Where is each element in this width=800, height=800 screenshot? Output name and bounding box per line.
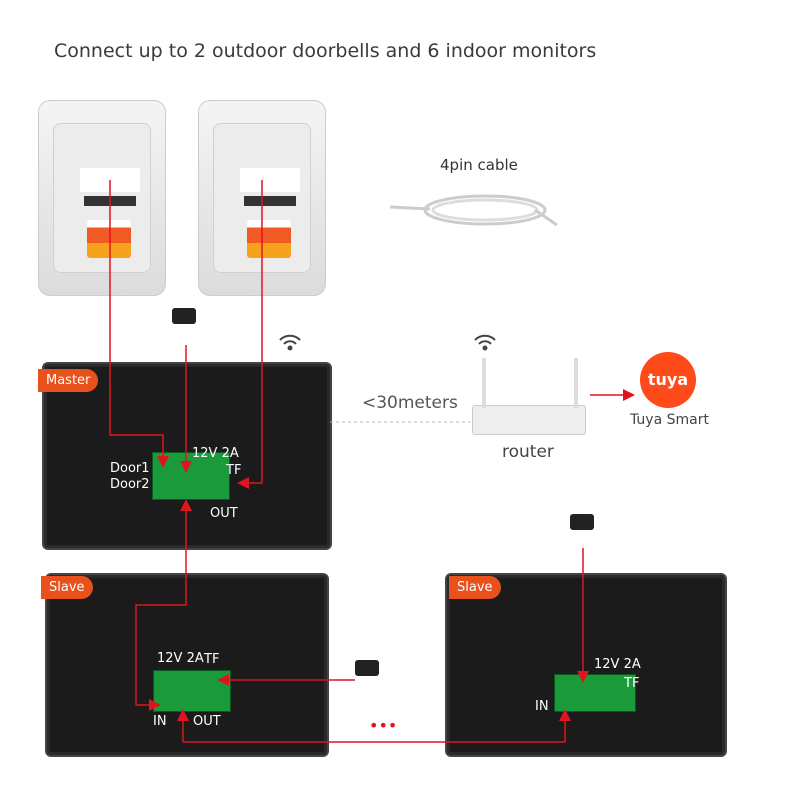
router-antenna bbox=[574, 358, 578, 408]
distance-label: <30meters bbox=[362, 393, 458, 413]
door2-label: Door2 bbox=[110, 477, 150, 492]
page-title: Connect up to 2 outdoor doorbells and 6 … bbox=[54, 40, 597, 62]
wifi-icon bbox=[279, 334, 496, 351]
cable-label: 4pin cable bbox=[440, 156, 518, 174]
router-antenna bbox=[482, 358, 486, 408]
more-dots: ••• bbox=[369, 716, 398, 735]
tuya-label: Tuya Smart bbox=[630, 412, 709, 428]
master-badge: Master bbox=[38, 369, 99, 392]
cable-icon bbox=[389, 194, 558, 227]
slave2-board bbox=[554, 674, 636, 712]
slave1-in-label: IN bbox=[153, 714, 167, 729]
slave-monitor-1 bbox=[45, 573, 329, 757]
slave1-tf-label: TF bbox=[204, 652, 220, 667]
slave2-in-label: IN bbox=[535, 699, 549, 714]
door1-label: Door1 bbox=[110, 461, 150, 476]
slave1-out-label: OUT bbox=[193, 714, 221, 729]
master-tf-label: TF bbox=[226, 463, 242, 478]
slave1-power-label: 12V 2A bbox=[157, 651, 204, 666]
slave2-badge: Slave bbox=[449, 576, 501, 599]
master-out-label: OUT bbox=[210, 506, 238, 521]
tuya-logo: tuya bbox=[640, 352, 696, 408]
master-power-label: 12V 2A bbox=[192, 446, 239, 461]
slave1-badge: Slave bbox=[41, 576, 93, 599]
slave2-tf-label: TF bbox=[624, 676, 640, 691]
slave-monitor-2 bbox=[445, 573, 727, 757]
slave2-power-label: 12V 2A bbox=[594, 657, 641, 672]
power-adapter-icon bbox=[172, 308, 594, 676]
router-label: router bbox=[502, 442, 554, 462]
router-icon bbox=[472, 405, 586, 435]
